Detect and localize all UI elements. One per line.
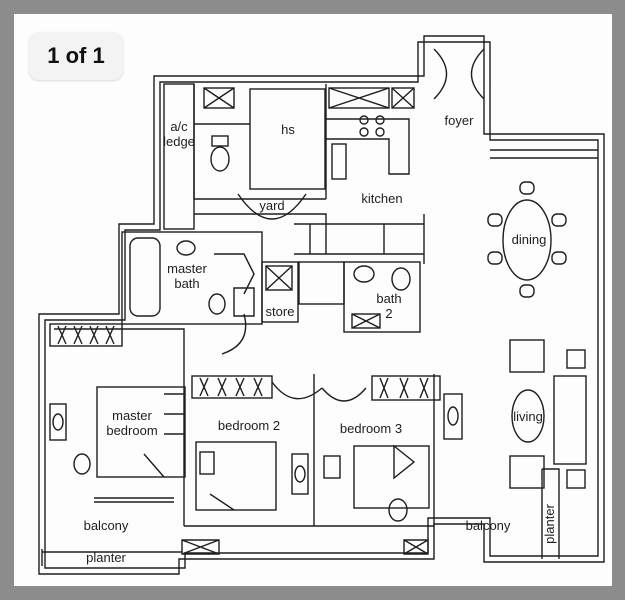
room-label-kitchen: kitchen	[361, 191, 403, 206]
room-label-balcony-left: balcony	[83, 518, 129, 533]
room-label-living: living	[513, 409, 543, 424]
floor-plan-drawing	[38, 35, 605, 575]
room-label-ac-ledge: a/c ledge	[163, 119, 195, 149]
room-label-bedroom-2: bedroom 2	[217, 418, 281, 433]
room-label-bedroom-3: bedroom 3	[339, 421, 403, 436]
room-label-planter-bottom: planter	[86, 550, 126, 565]
room-label-bath-2: bath 2	[376, 291, 402, 321]
dining-table	[502, 199, 552, 281]
floor-plan-sheet: a/c ledge hs foyer kitchen yard dining m…	[14, 14, 612, 586]
outer-wall-inner	[44, 41, 599, 569]
right-planter-rail	[541, 468, 560, 559]
room-label-planter-right: planter	[542, 504, 557, 544]
room-label-store: store	[265, 304, 295, 319]
planter-rail	[41, 549, 182, 566]
foyer-door	[433, 48, 485, 100]
bed-3	[353, 445, 430, 509]
hs-room	[249, 88, 326, 190]
room-label-yard: yard	[259, 198, 285, 213]
page-counter-badge: 1 of 1	[29, 32, 123, 80]
ac-ledge-wall	[163, 83, 195, 230]
room-label-master-bedroom: master bedroom	[106, 408, 158, 438]
room-label-hs: hs	[281, 122, 295, 137]
room-label-dining: dining	[511, 232, 547, 247]
room-label-master-bath: master bath	[167, 261, 207, 291]
kitchen-counter	[326, 118, 410, 175]
room-label-balcony-right: balcony	[465, 518, 511, 533]
bedroom-walls	[54, 328, 435, 527]
sofa	[553, 375, 587, 465]
store-room	[261, 261, 299, 323]
master-bed	[96, 386, 186, 478]
yard-door	[237, 193, 307, 220]
service-walls	[193, 84, 327, 200]
room-label-foyer: foyer	[444, 113, 474, 128]
outer-wall	[38, 35, 605, 575]
bath-2	[343, 261, 421, 333]
coffee-table	[511, 389, 545, 443]
bed-2	[195, 441, 277, 511]
